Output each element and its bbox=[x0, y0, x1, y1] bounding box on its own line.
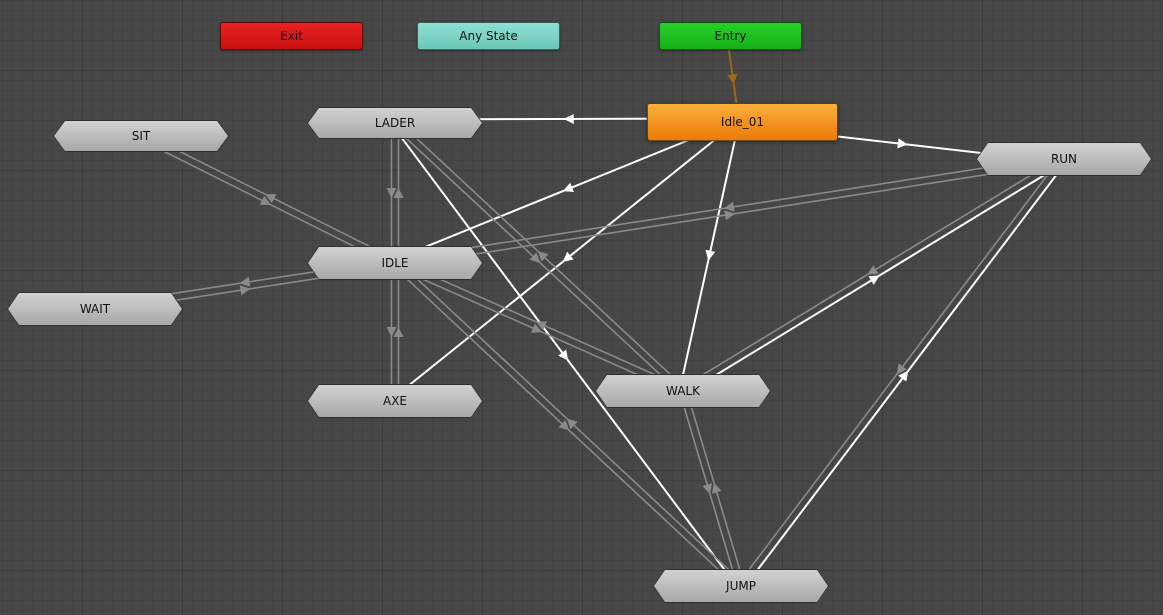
entry-node[interactable]: Entry bbox=[659, 22, 802, 50]
transition-idle-to-sit[interactable] bbox=[142, 132, 397, 261]
state-wait[interactable]: WAIT bbox=[7, 292, 183, 326]
transition-arrow-icon bbox=[537, 251, 549, 262]
transition-arrow-icon bbox=[531, 323, 543, 333]
transition-run-to-jump[interactable] bbox=[737, 156, 1062, 585]
transition-arrow-icon bbox=[259, 195, 271, 205]
transition-arrow-icon bbox=[724, 210, 735, 221]
transition-jump-to-run[interactable] bbox=[742, 160, 1068, 589]
transition-idle_01-to-walk[interactable] bbox=[678, 121, 741, 391]
transition-idle_01-to-axe[interactable] bbox=[392, 118, 741, 400]
transition-arrow-icon bbox=[558, 420, 570, 431]
transition-arrow-icon bbox=[868, 275, 880, 285]
transition-arrow-icon bbox=[529, 252, 541, 263]
state-run-label: RUN bbox=[1050, 152, 1078, 166]
transition-arrow-icon bbox=[563, 114, 574, 124]
state-sit-label: SIT bbox=[131, 129, 151, 143]
transition-arrow-icon bbox=[386, 188, 397, 198]
state-lader-label: LADER bbox=[374, 116, 416, 130]
state-lader[interactable]: LADER bbox=[307, 107, 483, 139]
transition-lader-to-jump[interactable] bbox=[391, 124, 739, 589]
entry-node-label: Entry bbox=[714, 29, 747, 43]
transition-arrow-icon bbox=[393, 327, 404, 337]
state-wait-label: WAIT bbox=[79, 302, 111, 316]
state-idle-01-default[interactable]: Idle_01 bbox=[647, 103, 838, 141]
transition-arrow-icon bbox=[705, 249, 716, 261]
transition-run-to-walk[interactable] bbox=[680, 155, 1063, 389]
transition-arrow-icon bbox=[265, 194, 277, 204]
transition-arrow-icon bbox=[566, 418, 578, 429]
transition-walk-to-jump[interactable] bbox=[678, 391, 739, 588]
state-jump-label: JUMP bbox=[726, 579, 756, 593]
transition-arrow-icon bbox=[535, 321, 547, 331]
transition-arrow-icon bbox=[896, 363, 907, 375]
exit-node-label: Exit bbox=[280, 29, 303, 43]
transition-idle_01-to-idle[interactable] bbox=[393, 117, 742, 261]
transition-arrow-icon bbox=[702, 483, 712, 495]
transition-run-to-idle[interactable] bbox=[394, 154, 1064, 261]
any-state-node[interactable]: Any State bbox=[417, 22, 560, 50]
transition-lader-to-idle[interactable] bbox=[386, 123, 397, 263]
transition-jump-to-idle[interactable] bbox=[396, 259, 744, 585]
transition-jump-to-walk[interactable] bbox=[685, 389, 746, 586]
state-axe[interactable]: AXE bbox=[307, 384, 483, 418]
transition-arrow-icon bbox=[724, 201, 735, 212]
state-idle-label: IDLE bbox=[381, 256, 409, 270]
transition-arrow-icon bbox=[898, 370, 909, 382]
transition-arrow-icon bbox=[727, 73, 738, 85]
state-axe-label: AXE bbox=[382, 394, 407, 408]
any-state-node-label: Any State bbox=[459, 29, 518, 43]
transition-axe-to-idle[interactable] bbox=[393, 263, 404, 401]
state-sit[interactable]: SIT bbox=[53, 120, 229, 152]
transition-arrow-icon bbox=[558, 349, 569, 361]
transition-arrow-icon bbox=[239, 285, 251, 296]
transition-idle-to-run[interactable] bbox=[395, 161, 1065, 268]
state-jump[interactable]: JUMP bbox=[653, 569, 829, 603]
exit-node[interactable]: Exit bbox=[220, 22, 363, 50]
transition-idle-to-axe[interactable] bbox=[386, 263, 397, 401]
transition-arrow-icon bbox=[393, 188, 404, 198]
transition-walk-to-run[interactable] bbox=[684, 161, 1067, 395]
transition-arrow-icon bbox=[897, 138, 908, 149]
transition-arrow-icon bbox=[386, 327, 397, 337]
transition-arrow-icon bbox=[562, 251, 574, 262]
transition-arrow-icon bbox=[712, 482, 722, 494]
transition-idle-to-jump[interactable] bbox=[392, 264, 740, 590]
transition-sit-to-idle[interactable] bbox=[139, 138, 394, 267]
transition-idle-to-lader[interactable] bbox=[393, 123, 404, 263]
state-idle-01-label: Idle_01 bbox=[720, 115, 765, 129]
transition-arrow-icon bbox=[239, 276, 251, 287]
state-idle[interactable]: IDLE bbox=[307, 246, 483, 280]
transition-arrow-icon bbox=[867, 265, 879, 275]
transition-arrow-icon bbox=[562, 182, 574, 192]
transition-lader-to-walk[interactable] bbox=[392, 124, 682, 395]
transition-walk-to-lader[interactable] bbox=[396, 119, 686, 390]
transition-walk-to-idle[interactable] bbox=[396, 259, 685, 389]
state-walk[interactable]: WALK bbox=[595, 374, 771, 408]
state-walk-label: WALK bbox=[666, 384, 700, 398]
transition-idle-to-walk[interactable] bbox=[393, 265, 682, 395]
state-run[interactable]: RUN bbox=[976, 142, 1152, 176]
